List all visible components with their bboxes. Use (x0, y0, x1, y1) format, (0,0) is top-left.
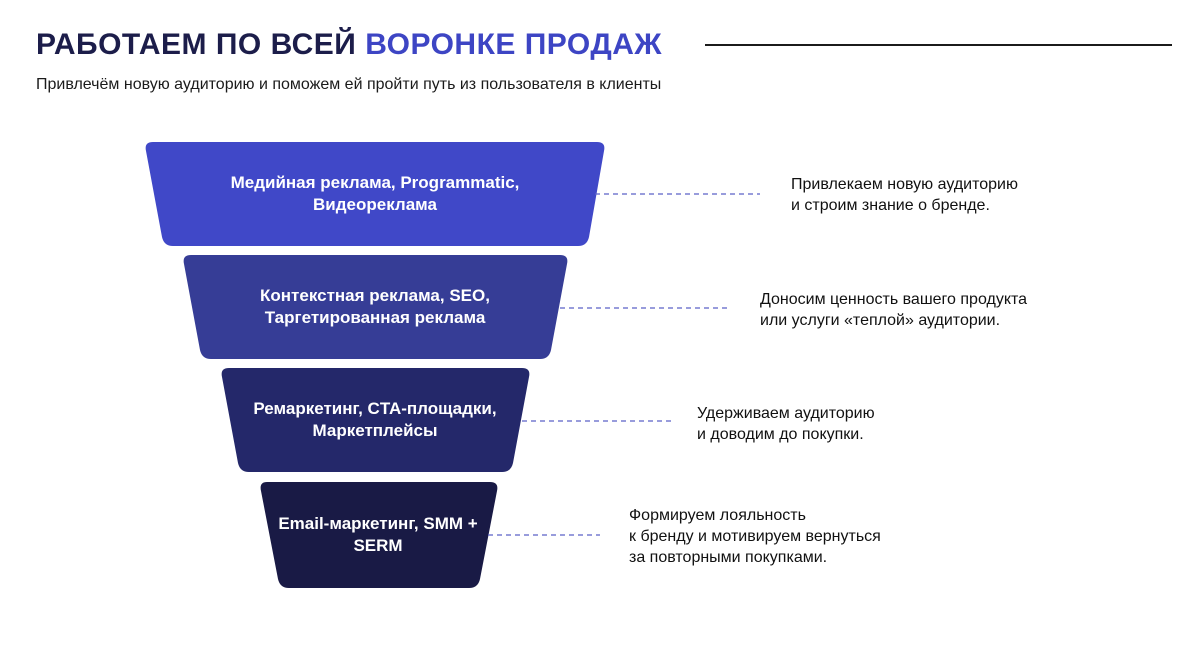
page-subtitle: Привлечём новую аудиторию и поможем ей п… (36, 76, 662, 93)
title-part-dark: РАБОТАЕМ ПО ВСЕЙ (36, 28, 357, 61)
funnel-stage-3-label: Ремаркетинг, CTA-площадки, Маркетплейсы (253, 399, 497, 440)
funnel-stage-3-shape (221, 368, 530, 472)
title-divider (705, 44, 1172, 46)
title-part-accent: ВОРОНКЕ ПРОДАЖ (365, 28, 663, 61)
funnel-stage-1-shape (145, 142, 605, 246)
funnel-stage-1-description: Привлекаем новую аудиторию и строим знан… (791, 176, 1018, 214)
funnel-stage-4-shape (260, 482, 498, 588)
funnel-stage-4-label: Email-маркетинг, SMM + SERM (278, 514, 478, 555)
funnel-stage-4-description: Формируем лояльность к бренду и мотивиру… (629, 507, 881, 566)
page-title: РАБОТАЕМ ПО ВСЕЙ ВОРОНКЕ ПРОДАЖ (36, 26, 662, 64)
funnel-stage-2-description: Доносим ценность вашего продукта или усл… (760, 291, 1028, 329)
funnel-stage-3-description: Удерживаем аудиторию и доводим до покупк… (697, 405, 875, 443)
funnel-stage-1-label: Медийная реклама, Programmatic, Видеорек… (230, 173, 520, 214)
funnel-stage-2-label: Контекстная реклама, SEO, Таргетированна… (260, 286, 490, 327)
funnel-stage-2-shape (183, 255, 568, 359)
